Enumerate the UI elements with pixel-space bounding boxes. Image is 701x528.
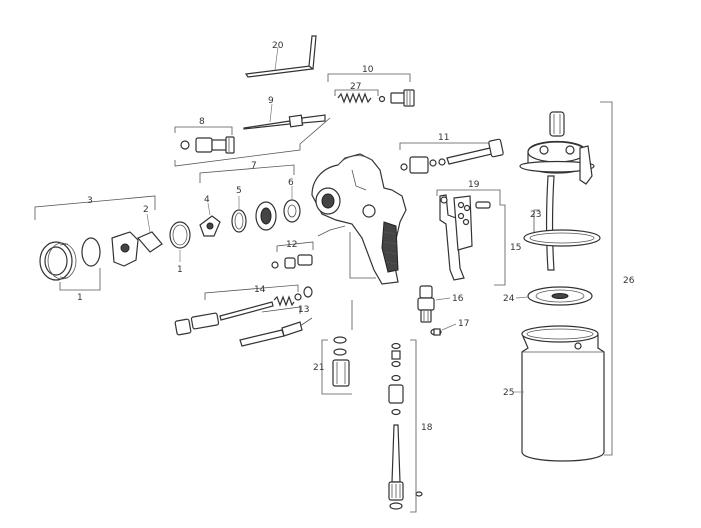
- part-12-valve: [271, 241, 314, 269]
- part-2-air-cap: [111, 231, 163, 267]
- part-6-seal: [255, 199, 301, 231]
- callout-5: 5: [236, 186, 242, 196]
- part-1-o-ring: [81, 237, 101, 267]
- callout-23: 23: [530, 210, 541, 220]
- callout-3: 3: [87, 196, 93, 206]
- part-23-gasket: [523, 209, 601, 247]
- part-9-needle: [243, 114, 326, 130]
- callout-7: 7: [251, 161, 257, 171]
- callout-9: 9: [268, 96, 274, 106]
- callout-20: 20: [272, 41, 284, 51]
- callout-10: 10: [362, 65, 374, 75]
- callout-11: 11: [438, 133, 449, 143]
- bracket-3: [34, 195, 156, 220]
- callout-14: 14: [254, 285, 266, 295]
- part-21-connector: [321, 300, 353, 395]
- bracket-1: [59, 268, 101, 291]
- leader-body-bottom: [349, 232, 376, 279]
- part-18-fluid-tube: [388, 339, 423, 513]
- part-17-nut: [430, 328, 442, 336]
- callout-19: 19: [468, 180, 480, 190]
- bracket-7: [199, 164, 295, 183]
- callout-2: 2: [143, 205, 149, 215]
- cup-lid-assembly: [519, 111, 595, 271]
- part-5-ring: [231, 209, 247, 233]
- callout-6: 6: [288, 178, 294, 188]
- part-11-fluid-adjuster: [399, 138, 504, 174]
- bracket-13: [261, 306, 301, 314]
- part-4-nozzle: [199, 215, 221, 237]
- callout-17: 17: [458, 319, 469, 329]
- callout-4: 4: [204, 195, 210, 205]
- part-8-air-valve: [174, 117, 331, 167]
- callout-1b: 1: [177, 265, 183, 275]
- part-air-cap-ring: [39, 241, 77, 281]
- part-25-paint-cup: [521, 325, 605, 462]
- part-14-air-valve-assembly: [174, 284, 313, 336]
- bracket-26: [600, 101, 613, 456]
- gun-body: [311, 153, 407, 285]
- group-10-bracket: [327, 73, 415, 107]
- part-13-screwdriver: [239, 317, 313, 347]
- part-15-trigger: [436, 189, 506, 286]
- callout-8: 8: [199, 117, 205, 127]
- callout-16: 16: [452, 294, 464, 304]
- callout-12: 12: [286, 240, 297, 250]
- callout-15: 15: [510, 243, 521, 253]
- callout-27: 27: [350, 82, 361, 92]
- callout-18: 18: [421, 423, 433, 433]
- part-16-air-inlet: [417, 285, 435, 323]
- callout-1a: 1: [77, 293, 83, 303]
- callout-24: 24: [503, 294, 515, 304]
- callout-21: 21: [313, 363, 324, 373]
- part-24-filter-disk: [527, 286, 593, 306]
- leader-body-12: [317, 225, 346, 237]
- callout-13: 13: [298, 305, 309, 315]
- callout-25: 25: [503, 388, 514, 398]
- callout-26: 26: [623, 276, 635, 286]
- part-20-hex-key: [244, 35, 317, 78]
